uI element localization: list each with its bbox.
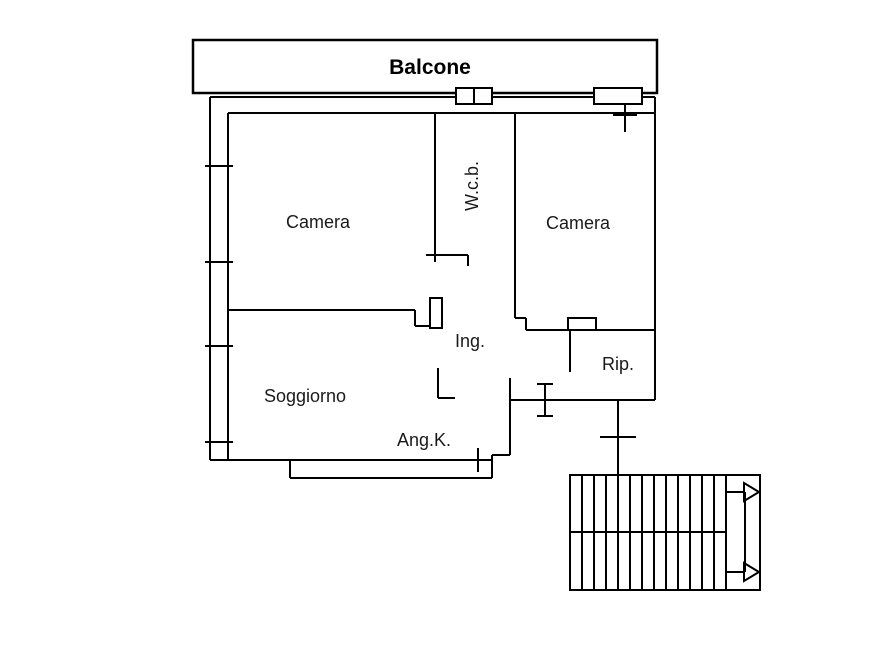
window-top-right [593,87,643,105]
staircase [569,474,761,591]
balcony-outline [191,38,659,95]
angk-label: Ang.K. [397,430,451,450]
ing-label: Ing. [455,331,485,351]
door-jamb-ing [429,297,443,329]
rip-label: Rip. [602,354,634,374]
window-left-lower-ticks [205,345,233,443]
camera-left-label: Camera [286,212,351,232]
window-left-upper [209,165,229,263]
outer-walls [209,96,656,479]
interior-walls [227,112,655,460]
stair-arrow-top-icon [743,481,761,503]
stair-direction-line [726,491,746,573]
door-jamb-camera-right [567,317,597,331]
stair-arrow-bottom-icon [743,561,761,583]
door-mark-corridor [537,383,553,417]
balcony-label: Balcone [389,56,471,79]
camera-right-label: Camera [546,213,611,233]
room-labels: Balcone Camera W.c.b. Camera Ing. Rip. S… [264,56,634,450]
window-top-right-marks [613,104,637,132]
window-symbols [205,87,643,443]
window-left-lower [209,345,229,443]
soggiorno-label: Soggiorno [264,386,346,406]
wcb-label: W.c.b. [462,161,482,211]
window-left-upper-ticks [205,165,233,263]
